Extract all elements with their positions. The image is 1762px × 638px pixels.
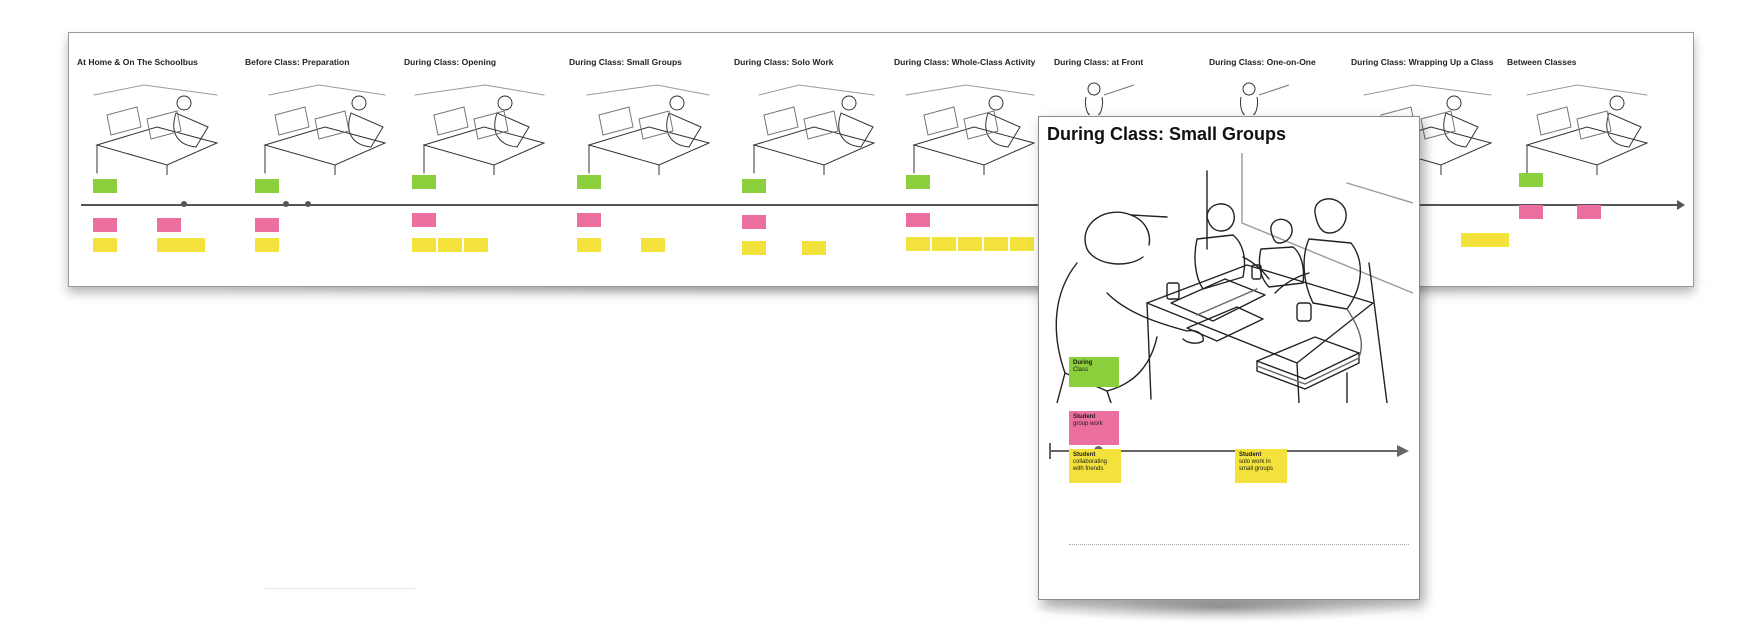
mini-sticky-note — [577, 175, 601, 189]
mini-sticky-note — [577, 238, 601, 252]
note-text: collaborating with friends — [1073, 459, 1108, 472]
scene-7[interactable]: During Class: at Front — [1054, 33, 1204, 273]
mini-sticky-note — [255, 238, 279, 252]
note-title: Student — [1239, 452, 1262, 458]
mini-sticky-note — [438, 238, 462, 252]
scene-2[interactable]: Before Class: Preparation — [245, 33, 395, 273]
scene-sketch — [404, 75, 552, 176]
timeline-marker — [305, 201, 311, 207]
scene-sketch — [1507, 75, 1655, 176]
mini-sticky-note — [906, 213, 930, 227]
note-student-solo-work[interactable]: Student solo work in small groups — [1235, 449, 1287, 483]
mini-sticky-note — [742, 215, 766, 229]
divider — [265, 588, 415, 589]
scene-sketch — [569, 75, 717, 176]
small-groups-sketch — [1047, 152, 1414, 404]
mini-sticky-note — [932, 237, 956, 251]
mini-sticky-note — [1519, 173, 1543, 187]
scene-sketch — [734, 75, 882, 176]
mini-sticky-note — [1519, 205, 1543, 219]
scene-sketch — [1209, 75, 1309, 116]
mini-sticky-note — [1461, 233, 1485, 247]
scene-5[interactable]: During Class: Solo Work — [734, 33, 884, 273]
mini-sticky-note — [93, 179, 117, 193]
mini-sticky-note — [255, 179, 279, 193]
scene-1[interactable]: At Home & On The Schoolbus — [77, 33, 311, 273]
note-text: group work — [1073, 421, 1103, 427]
lane-divider — [1069, 544, 1409, 545]
note-student-collaborating[interactable]: Student collaborating with friends — [1069, 449, 1121, 483]
mini-sticky-note — [1485, 233, 1509, 247]
scene-title: During Class: One-on-One — [1209, 57, 1316, 67]
mini-sticky-note — [742, 241, 766, 255]
mini-sticky-note — [1010, 237, 1034, 251]
timeline-marker — [283, 201, 289, 207]
mini-sticky-note — [464, 238, 488, 252]
mini-sticky-note — [1577, 205, 1601, 219]
scene-title: Before Class: Preparation — [245, 57, 350, 67]
note-title: Student — [1073, 452, 1096, 458]
strip-timeline-axis — [81, 200, 1685, 210]
mini-sticky-note — [93, 218, 117, 232]
mini-sticky-note — [412, 238, 436, 252]
scene-title: During Class: Solo Work — [734, 57, 834, 67]
phase-note-text: Class — [1073, 367, 1089, 373]
scene-sketch — [77, 75, 225, 176]
timeline-marker — [181, 201, 187, 207]
mini-sticky-note — [641, 238, 665, 252]
enlarged-scene-card: During Class: Small Groups — [1038, 116, 1420, 600]
scene-3[interactable]: During Class: Opening — [404, 33, 554, 273]
mini-sticky-note — [802, 241, 826, 255]
mini-sticky-note — [412, 175, 436, 189]
scene-title: During Class: at Front — [1054, 57, 1144, 67]
timeline-axis — [1049, 445, 1409, 457]
mini-sticky-note — [255, 218, 279, 232]
scene-6[interactable]: During Class: Whole-Class Activity — [894, 33, 1044, 273]
mini-sticky-note — [412, 213, 436, 227]
mini-sticky-note — [181, 238, 205, 252]
scene-sketch — [894, 75, 1042, 176]
mini-sticky-note — [906, 237, 930, 251]
mini-sticky-note — [577, 213, 601, 227]
scene-title: During Class: Whole-Class Activity — [894, 57, 1036, 67]
phase-note-during-class[interactable]: During Class — [1069, 357, 1119, 387]
scene-title: During Class: Small Groups — [569, 57, 682, 67]
scene-title: Between Classes — [1507, 57, 1577, 67]
card-title: During Class: Small Groups — [1047, 124, 1287, 144]
mini-sticky-note — [958, 237, 982, 251]
mini-sticky-note — [157, 218, 181, 232]
scene-sketch — [245, 75, 393, 176]
storyboard-strip: At Home & On The Schoolbus Before Class: … — [68, 32, 1694, 287]
scene-title: During Class: Opening — [404, 57, 497, 67]
note-student-group-work[interactable]: Student group work — [1069, 411, 1119, 445]
phase-note-title: During — [1073, 360, 1093, 366]
scene-10[interactable]: Between Classes — [1507, 33, 1657, 273]
mini-sticky-note — [93, 238, 117, 252]
scene-4[interactable]: During Class: Small Groups — [569, 33, 719, 273]
scene-title: During Class: Wrapping Up a Class — [1351, 57, 1494, 67]
mini-sticky-note — [742, 179, 766, 193]
scene-8[interactable]: During Class: One-on-One — [1209, 33, 1359, 273]
note-text: solo work in small groups — [1239, 459, 1274, 472]
mini-sticky-note — [984, 237, 1008, 251]
scene-sketch — [1054, 75, 1154, 116]
mini-sticky-note — [157, 238, 181, 252]
mini-sticky-note — [906, 175, 930, 189]
scene-title: At Home & On The Schoolbus — [77, 57, 198, 67]
note-title: Student — [1073, 414, 1096, 420]
